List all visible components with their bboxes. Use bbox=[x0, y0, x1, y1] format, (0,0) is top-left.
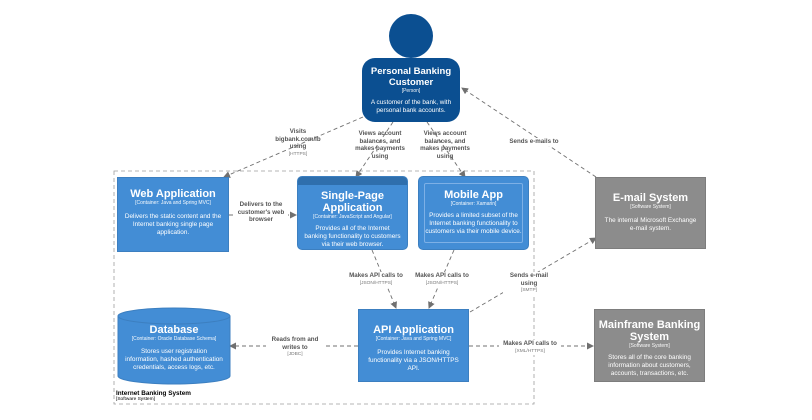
database-desc: Stores user registration information, ha… bbox=[125, 348, 223, 371]
edge-visits bbox=[223, 116, 364, 178]
database-title: Database bbox=[149, 324, 199, 336]
database-top bbox=[117, 307, 231, 325]
email-desc: The internal Microsoft Exchange e-mail s… bbox=[604, 217, 697, 232]
label-visits-text: Visits bigbank.com/ib using bbox=[275, 128, 321, 150]
spa-desc: Provides all of the Internet banking fun… bbox=[304, 225, 401, 248]
label-spa-api: Makes API calls to [JSON/HTTPS] bbox=[348, 272, 404, 287]
api-type: [Container: Java and Spring MVC] bbox=[375, 336, 452, 342]
label-api-mainframe-tech: [XML/HTTPS] bbox=[515, 348, 545, 354]
customer-title: Personal Banking Customer bbox=[370, 66, 452, 88]
label-delivers-text: Delivers to the customer's web browser bbox=[237, 201, 285, 223]
webapp-type: [Container: Java and Spring MVC] bbox=[135, 200, 211, 206]
label-api-mainframe: Makes API calls to [XML/HTTPS] bbox=[499, 340, 561, 355]
email-system[interactable]: E-mail System [Software System] The inte… bbox=[595, 177, 706, 249]
mainframe-type: [Software System] bbox=[629, 343, 670, 349]
single-page-application[interactable]: Single-Page Application [Container: Java… bbox=[297, 176, 408, 250]
database-cylinder bbox=[117, 316, 231, 385]
label-visits: Visits bigbank.com/ib using [HTTPS] bbox=[272, 128, 324, 158]
mainframe-title: Mainframe Banking System bbox=[598, 319, 701, 343]
web-application[interactable]: Web Application [Container: Java and Spr… bbox=[117, 177, 229, 252]
label-api-mainframe-text: Makes API calls to bbox=[503, 340, 557, 347]
label-reads: Reads from and writes to [JDBC] bbox=[266, 336, 324, 359]
label-sends-email-using-text: Sends e-mail using bbox=[509, 272, 549, 287]
browser-bar bbox=[298, 177, 407, 185]
label-mobile-api-tech: [JSON/HTTPS] bbox=[425, 280, 459, 286]
label-spa-api-tech: [JSON/HTTPS] bbox=[359, 280, 393, 286]
api-application[interactable]: API Application [Container: Java and Spr… bbox=[358, 309, 469, 382]
mobile-desc: Provides a limited subset of the Interne… bbox=[425, 212, 522, 235]
email-type: [Software System] bbox=[630, 204, 671, 210]
label-views-spa: Views account balances, and makes paymen… bbox=[352, 130, 408, 160]
label-mobile-api-text: Makes API calls to bbox=[415, 272, 469, 279]
edge-sends-emails bbox=[461, 87, 597, 178]
mainframe-desc: Stores all of the core banking informati… bbox=[608, 354, 691, 377]
label-views-mobile: Views account balances, and makes paymen… bbox=[417, 130, 473, 160]
boundary-label: Internet Banking System [Software System… bbox=[116, 390, 191, 402]
customer-type: [Person] bbox=[401, 88, 421, 94]
database[interactable]: Database [Container: Oracle Database Sch… bbox=[118, 322, 230, 382]
label-delivers: Delivers to the customer's web browser bbox=[234, 201, 288, 224]
boundary-type: [Software System] bbox=[116, 397, 155, 402]
webapp-desc: Delivers the static content and the Inte… bbox=[124, 213, 222, 236]
mobile-app[interactable]: Mobile App [Container: Xamarin] Provides… bbox=[418, 176, 529, 250]
mobile-type: [Container: Xamarin] bbox=[450, 201, 497, 207]
label-mobile-api: Makes API calls to [JSON/HTTPS] bbox=[414, 272, 470, 287]
label-spa-api-text: Makes API calls to bbox=[349, 272, 403, 279]
api-desc: Provides Internet banking functionality … bbox=[368, 349, 459, 372]
label-visits-tech: [HTTPS] bbox=[288, 151, 308, 157]
personal-banking-customer[interactable]: Personal Banking Customer [Person] A cus… bbox=[362, 58, 460, 122]
email-title: E-mail System bbox=[612, 192, 689, 204]
label-reads-tech: [JDBC] bbox=[287, 352, 303, 357]
mobile-title: Mobile App bbox=[444, 189, 503, 201]
boundary-name: Internet Banking System bbox=[116, 390, 191, 397]
customer-desc: A customer of the bank, with personal ba… bbox=[370, 99, 452, 114]
database-type: [Container: Oracle Database Schema] bbox=[131, 336, 217, 342]
spa-title: Single-Page Application bbox=[321, 190, 384, 214]
label-sends-emails-text: Sends e-mails to bbox=[509, 138, 559, 145]
system-boundary bbox=[113, 170, 535, 405]
label-views-spa-text: Views account balances, and makes paymen… bbox=[355, 130, 405, 160]
label-sends-email-using: Sends e-mail using [SMTP] bbox=[503, 272, 555, 295]
label-reads-text: Reads from and writes to bbox=[271, 336, 319, 351]
label-sends-email-using-tech: [SMTP] bbox=[521, 288, 537, 293]
label-views-mobile-text: Views account balances, and makes paymen… bbox=[420, 130, 470, 160]
api-title: API Application bbox=[373, 324, 454, 336]
spa-type: [Container: JavaScript and Angular] bbox=[313, 214, 392, 220]
label-sends-emails: Sends e-mails to bbox=[504, 138, 564, 146]
webapp-title: Web Application bbox=[130, 188, 216, 200]
mainframe-banking-system[interactable]: Mainframe Banking System [Software Syste… bbox=[594, 309, 705, 382]
person-head bbox=[389, 14, 433, 58]
